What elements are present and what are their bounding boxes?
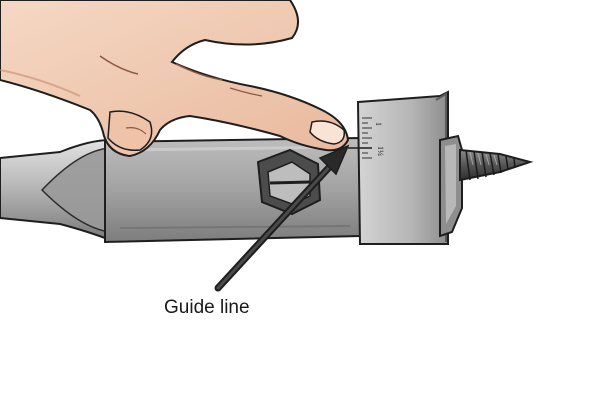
- arrow-icon: [214, 144, 350, 292]
- scale-mark-lower: 1¼: [376, 146, 385, 156]
- bit-shank: [0, 138, 111, 242]
- scale-mark-upper: 1: [374, 122, 383, 126]
- hex-hole: [256, 148, 322, 216]
- guide-line-label: Guide line: [164, 297, 250, 318]
- hand-icon: [0, 0, 350, 158]
- screw-tip: [459, 148, 534, 182]
- depth-gauge: [356, 90, 449, 245]
- bit-collar: [439, 134, 463, 238]
- bit-blade: [104, 136, 361, 244]
- fingernail: [309, 120, 346, 145]
